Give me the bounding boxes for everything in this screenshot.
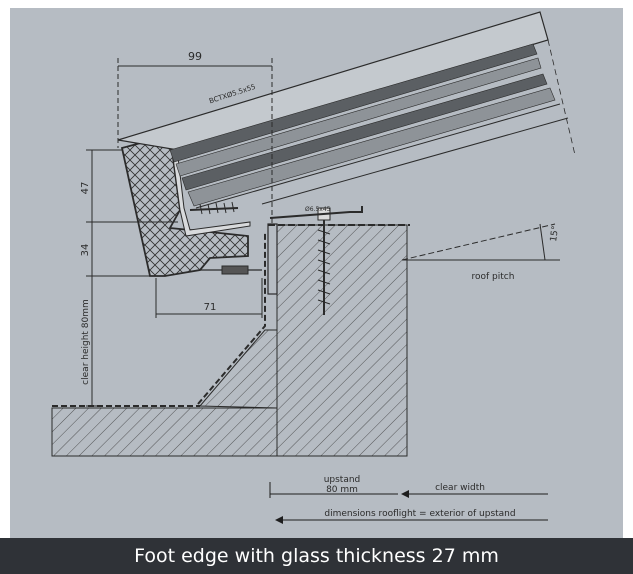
- dimensions-note: dimensions rooflight = exterior of upsta…: [324, 509, 515, 519]
- dim-width-71: 71: [204, 302, 217, 313]
- upstand-label: upstand: [324, 475, 361, 485]
- ground-slab: [51, 405, 278, 457]
- dimension-lines: [86, 58, 560, 407]
- figure-caption: Foot edge with glass thickness 27 mm: [0, 538, 633, 574]
- glazing-panels: [117, 11, 576, 209]
- pitch-angle-label: 15°: [549, 225, 561, 242]
- upstand-screw: [317, 207, 331, 315]
- clear-width-label: clear width: [435, 483, 485, 493]
- dim-width-99: 99: [188, 50, 202, 63]
- upstand-size: 80 mm: [326, 485, 358, 495]
- roof-pitch-label: roof pitch: [472, 272, 515, 282]
- aluminium-profile: [169, 133, 251, 237]
- upstand-wall: [267, 223, 410, 457]
- flashing: [269, 206, 363, 219]
- clear-height-label: clear height 80mm: [81, 299, 91, 385]
- profile-screw: [189, 201, 239, 215]
- legend-arrows: [269, 482, 548, 524]
- dim-height-47: 47: [80, 182, 91, 195]
- dim-height-34: 34: [80, 244, 91, 257]
- screw-label-small: Ø6.5x45: [305, 206, 331, 213]
